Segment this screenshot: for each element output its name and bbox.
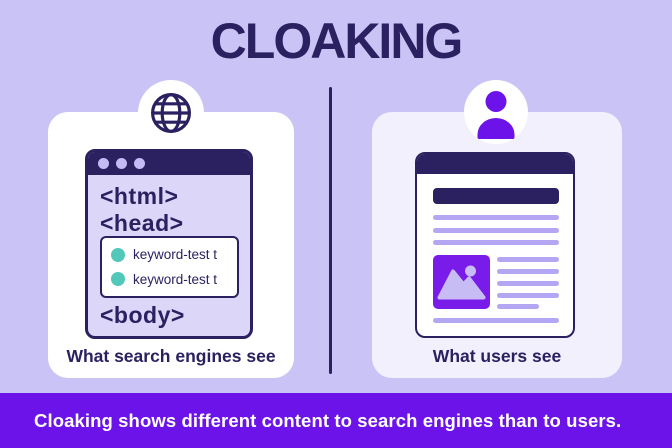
content-text-line xyxy=(433,215,559,220)
code-browser-window: <html> <head> keyword-test t keyword-tes… xyxy=(85,149,253,339)
page-title: CLOAKING xyxy=(210,13,464,69)
keyword-label: keyword-test t xyxy=(133,247,218,263)
browser-titlebar xyxy=(417,154,573,174)
window-dot xyxy=(116,157,127,169)
body-tag-text: <body> xyxy=(100,302,185,328)
window-dot xyxy=(98,157,109,169)
footer-text: Cloaking shows different content to sear… xyxy=(34,409,622,431)
head-tag-text: <head> xyxy=(100,210,184,236)
content-text-line xyxy=(497,269,559,274)
content-browser-window xyxy=(415,152,575,338)
keyword-row: keyword-test t xyxy=(111,247,237,262)
keyword-label: keyword-test t xyxy=(133,271,218,287)
content-text-line xyxy=(497,257,559,262)
content-text-line xyxy=(433,318,559,323)
users-panel: What users see xyxy=(372,112,622,378)
globe-glyph xyxy=(151,93,191,133)
keyword-bullet-icon xyxy=(111,247,125,262)
content-headline-bar xyxy=(433,188,559,204)
keyword-box: keyword-test t keyword-test t xyxy=(100,236,239,298)
mountain-sun-glyph xyxy=(437,265,486,300)
window-dot xyxy=(134,157,145,169)
content-text-line xyxy=(433,228,559,233)
keyword-bullet-icon xyxy=(111,272,125,287)
search-engines-caption: What search engines see xyxy=(66,346,276,366)
image-placeholder-icon xyxy=(433,255,490,309)
footer-bar: Cloaking shows different content to sear… xyxy=(0,393,672,448)
globe-icon xyxy=(138,80,204,146)
keyword-row: keyword-test t xyxy=(111,272,237,287)
content-text-line xyxy=(433,240,559,245)
person-icon xyxy=(464,80,528,144)
search-engines-panel: <html> <head> keyword-test t keyword-tes… xyxy=(48,112,294,378)
panel-divider xyxy=(329,87,332,374)
content-text-line xyxy=(497,281,559,286)
html-tag-text: <html> xyxy=(100,183,179,209)
person-glyph xyxy=(477,91,515,139)
content-text-line xyxy=(497,293,559,298)
users-caption: What users see xyxy=(432,346,562,366)
content-text-line xyxy=(497,304,539,309)
browser-titlebar xyxy=(88,152,250,175)
